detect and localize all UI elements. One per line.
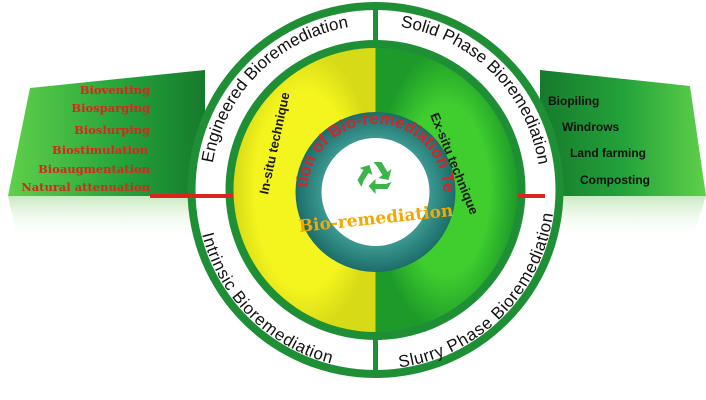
left-list-item: Bioaugmentation	[38, 162, 151, 176]
left-list-item: Biostimulation	[52, 143, 149, 157]
left-list-item: Biosparging	[71, 101, 150, 115]
right-list-item: Biopiling	[548, 94, 599, 108]
left-method-list: Bioventing Biosparging Bioslurping Biost…	[21, 83, 150, 194]
left-band	[8, 70, 205, 240]
right-list-item: Composting	[580, 173, 650, 187]
left-list-item: Bioslurping	[74, 123, 150, 137]
right-list-item: Land farming	[570, 146, 646, 160]
right-band	[540, 70, 706, 240]
main-wheel	[150, 2, 564, 378]
right-method-list: Biopiling Windrows Land farming Composti…	[548, 94, 650, 187]
left-list-item: Natural attenuation	[21, 180, 150, 194]
left-list-item: Bioventing	[80, 83, 150, 97]
right-list-item: Windrows	[562, 120, 620, 134]
recycle-icon	[357, 162, 392, 194]
